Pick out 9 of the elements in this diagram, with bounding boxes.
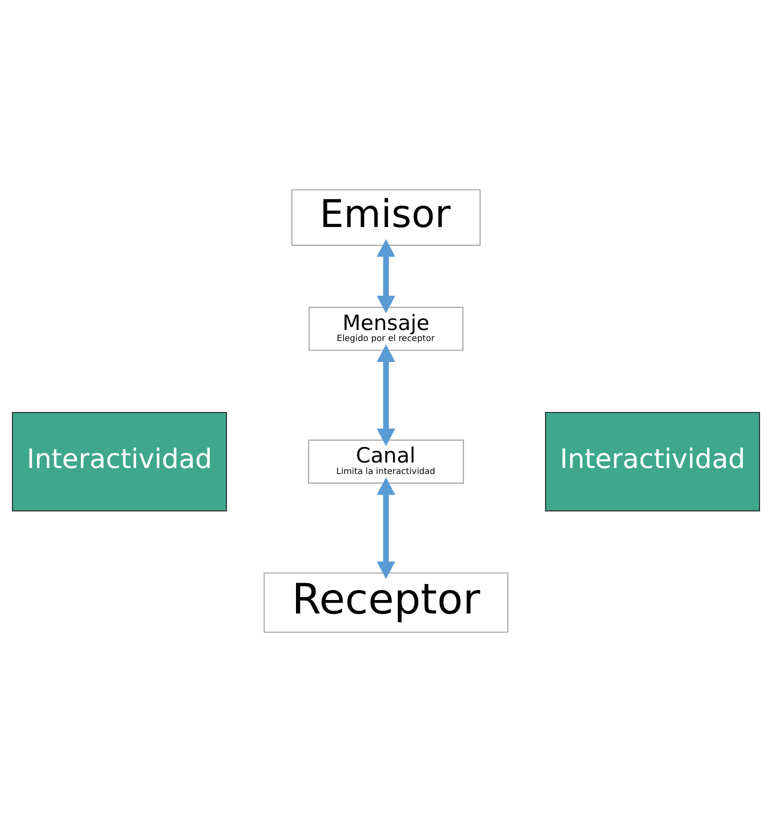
node-box: Canal Limita la interactividad [308,439,464,484]
label: Interactividad [560,444,746,475]
node-box: Mensaje Elegido por el receptor [308,306,464,350]
node-box: Emisor [291,188,481,246]
label: Interactividad [26,444,212,475]
arrow [376,238,396,313]
arrow [376,476,396,579]
node-box: Receptor [264,572,508,632]
arrow [376,344,396,446]
